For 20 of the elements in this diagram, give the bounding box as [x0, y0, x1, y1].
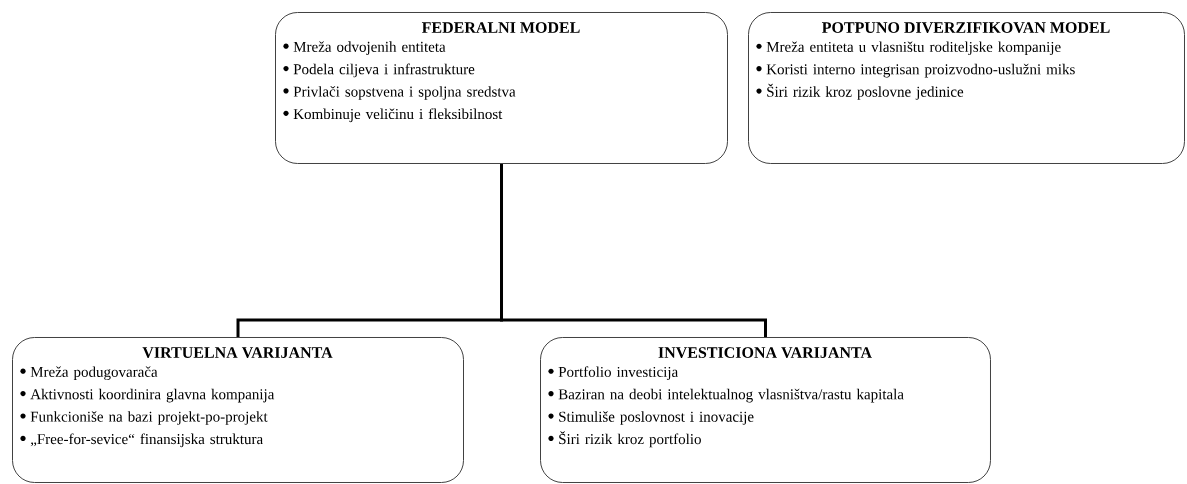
bullet-item: Širi rizik kroz portfolio: [559, 431, 701, 448]
bullet-item: Koristi interno integrisan proizvodno-uslužni miks: [766, 63, 1075, 78]
bullet-item: Stimuliše poslovnost i inovacije: [559, 411, 754, 425]
bullet-item: Baziran na deobi intelektualnog vlasništva/rastu kapitala: [558, 388, 904, 403]
bullet-item: Portfolio investicija: [558, 366, 678, 381]
bullet-item: Podela ciljeva i infrastrukture: [293, 63, 475, 78]
box-heading: INVESTICIONA VARIJANTA: [658, 347, 872, 358]
box-heading: VIRTUELNA VARIJANTA: [142, 347, 333, 358]
bullet-item: „Free-for-sevice“ finansijska struktura: [30, 433, 263, 448]
bullet-item: Privlači sopstvena i spoljna sredstva: [293, 86, 516, 100]
bullet-item: Kombinuje veličinu i fleksibilnost: [293, 108, 503, 123]
bullet-item: Mreža entiteta u vlasništu roditeljske kompanije: [766, 41, 1061, 56]
bullet-item: Funkcioniše na bazi projekt-po-projekt: [30, 411, 268, 425]
connector-line: [500, 164, 767, 337]
bullet-item: Aktivnosti koordinira glavna kompanija: [30, 388, 275, 403]
box-heading: FEDERALNI MODEL: [421, 22, 580, 33]
bullet-item: Mreža odvojenih entiteta: [293, 41, 446, 55]
box-heading: POTPUNO DIVERZIFIKOVAN MODEL: [821, 22, 1110, 34]
bullet-item: Mreža podugovarača: [30, 366, 158, 381]
bullet-item: Širi rizik kroz poslovne jedinice: [767, 83, 964, 100]
